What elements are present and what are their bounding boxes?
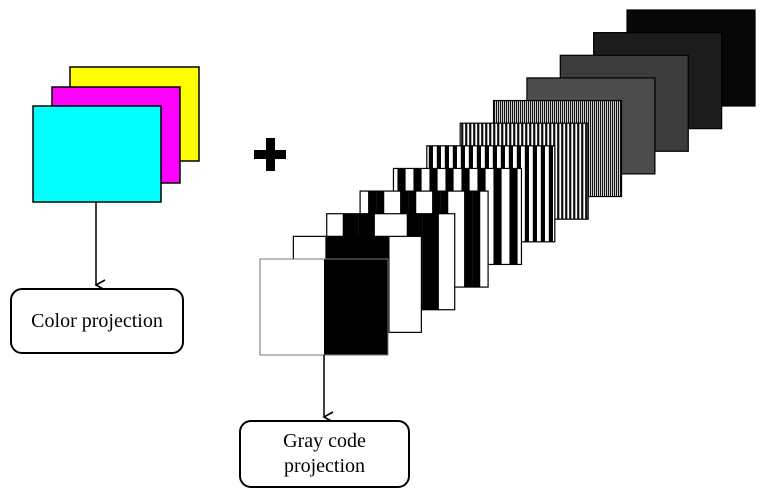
gray-code-frame-stack	[259, 9, 756, 356]
gray-code-text-line1: Gray code	[283, 430, 366, 452]
gray-code-text-line2: projection	[283, 455, 366, 477]
color-frame-stack	[32, 66, 200, 203]
gray-code-frame-1	[259, 258, 389, 356]
color-frame-3	[32, 105, 162, 203]
color-projection-text: Color projection	[31, 309, 163, 332]
plus-icon	[254, 138, 286, 171]
color-projection-label: Color projection	[10, 288, 184, 354]
gray-code-projection-label: Gray code projection	[239, 420, 410, 488]
